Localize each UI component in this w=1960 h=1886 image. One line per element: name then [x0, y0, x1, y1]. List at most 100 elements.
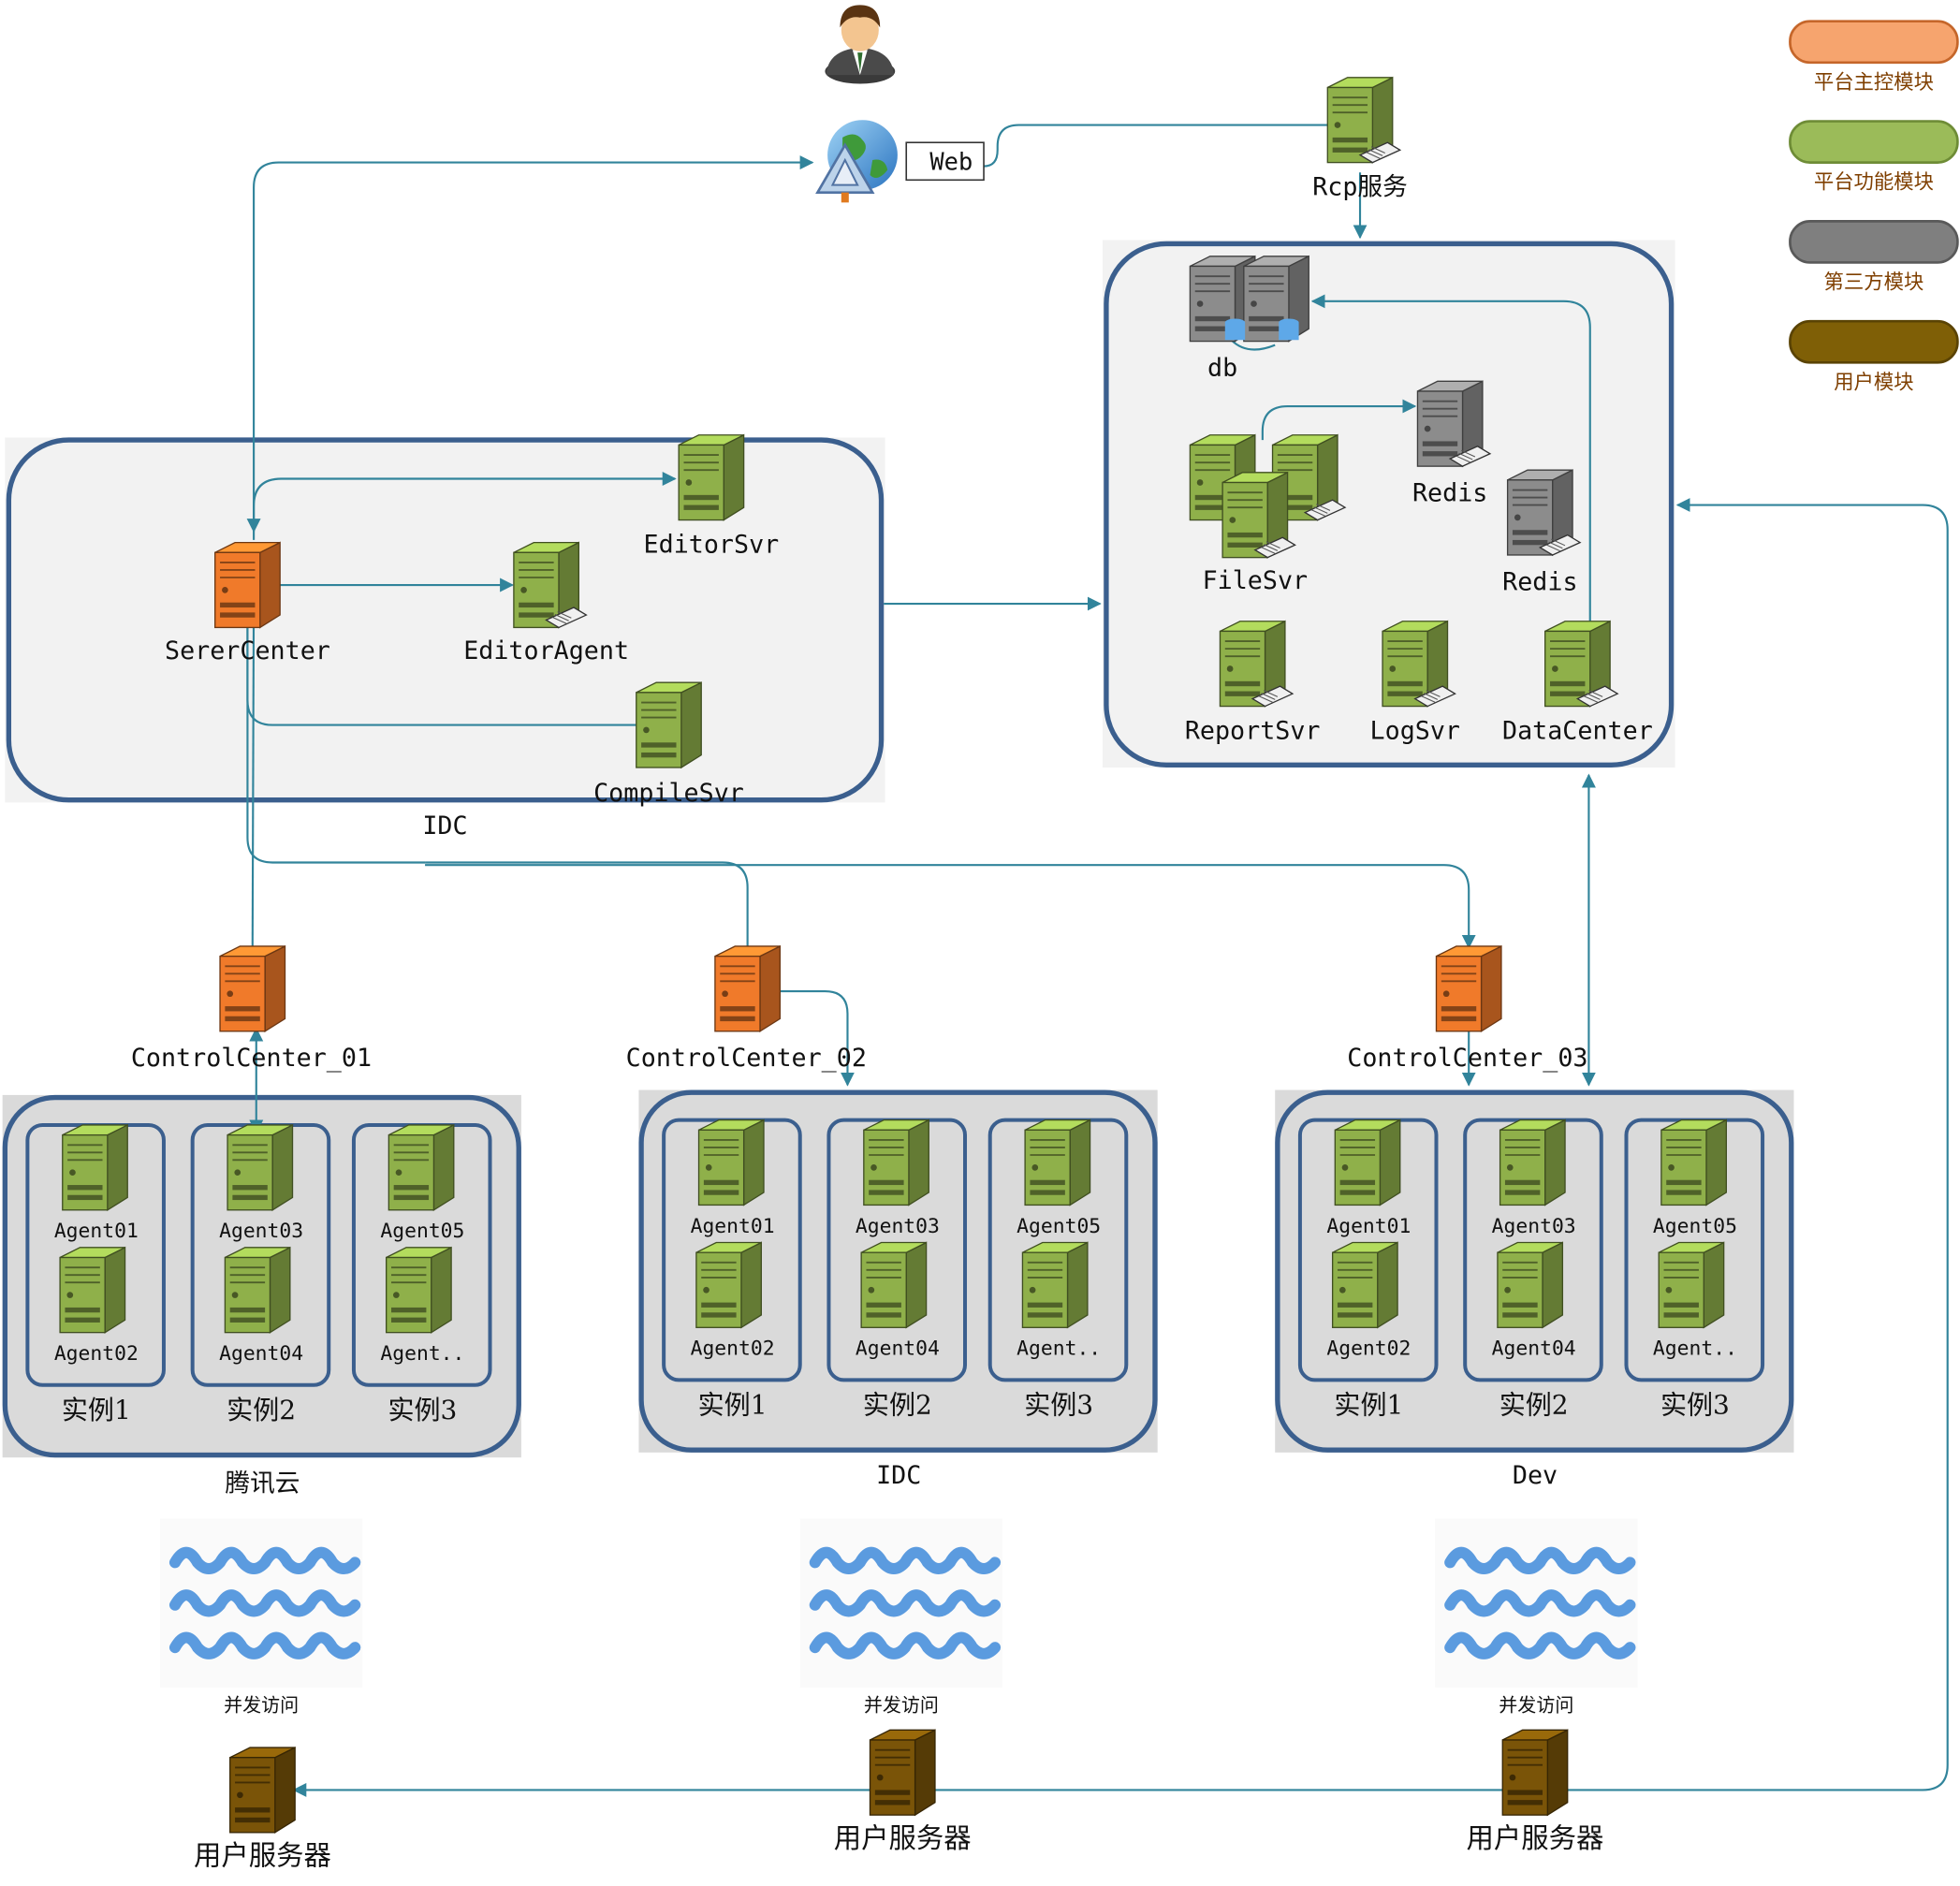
agent-server-icon-3-1-2 [1331, 1241, 1398, 1329]
legend-item-3: 第三方模块 [1789, 220, 1959, 295]
instance-label: 实例1 [1334, 1389, 1403, 1420]
wave-traffic-icon-3 [1435, 1518, 1638, 1688]
agent-server-icon-3-3-1 [1660, 1118, 1727, 1206]
user-avatar-icon [825, 5, 896, 84]
agent-label: Agent05 [380, 1220, 464, 1243]
filesvr-server-icon-c [1221, 471, 1297, 559]
instance-label: 实例1 [62, 1395, 131, 1425]
controlcenter-label-1: ControlCenter_01 [131, 1044, 372, 1073]
redis-server-icon-2 [1506, 469, 1582, 557]
connector-lines [246, 124, 1949, 1797]
agent-label: Agent01 [691, 1215, 775, 1238]
instance-label: 实例3 [388, 1395, 457, 1425]
agent-label: Agent02 [691, 1338, 775, 1361]
agent-label: Agent03 [1492, 1215, 1576, 1238]
user-server-label-2: 用户服务器 [834, 1822, 972, 1854]
serercenter-server-icon [214, 541, 281, 629]
agent-label: Agent05 [1017, 1215, 1101, 1238]
cluster-title-1: 腾讯云 [225, 1469, 300, 1498]
agent-server-icon-2-2-1 [863, 1118, 929, 1206]
controlcenter-label-2: ControlCenter_02 [626, 1044, 867, 1073]
instance-label: 实例3 [1660, 1389, 1730, 1420]
logsvr-server-icon [1382, 620, 1456, 708]
legend-item-2: 平台功能模块 [1789, 120, 1959, 195]
database-server-icon-2 [1243, 255, 1309, 343]
agent-server-icon-1-3-2 [386, 1246, 452, 1334]
agent-label: Agent02 [1326, 1338, 1411, 1361]
legend-item-4: 用户模块 [1789, 319, 1959, 394]
rcp-label: Rcp服务 [1312, 172, 1408, 201]
agent-label: Agent.. [380, 1342, 464, 1366]
db-label: db [1207, 354, 1237, 383]
agent-server-icon-3-2-2 [1497, 1241, 1564, 1329]
controlcenter-server-icon-2 [714, 944, 782, 1032]
instance-label: 实例2 [227, 1395, 296, 1425]
legend-item-1: 平台主控模块 [1789, 20, 1959, 95]
agent-server-icon-3-3-2 [1658, 1241, 1725, 1329]
editorsvr-label: EditorSvr [644, 530, 780, 559]
agent-server-icon-3-2-1 [1499, 1118, 1566, 1206]
agent-server-icon-1-1-1 [62, 1123, 128, 1211]
agent-label: Agent01 [1326, 1215, 1411, 1238]
user-server-label-3: 用户服务器 [1467, 1822, 1604, 1854]
filesvr-label: FileSvr [1203, 566, 1309, 595]
reportsvr-label: ReportSvr [1185, 716, 1321, 745]
agent-label: Agent04 [1492, 1338, 1576, 1361]
compilesvr-server-icon [636, 681, 702, 769]
traffic-label-2: 并发访问 [864, 1693, 939, 1716]
redis-server-icon-1 [1416, 380, 1492, 468]
controlcenter-server-icon-1 [219, 944, 286, 1032]
reportsvr-server-icon [1219, 620, 1294, 708]
wave-traffic-icon-2 [799, 1518, 1003, 1688]
agent-server-icon-1-1-2 [59, 1246, 126, 1334]
datacenter-server-icon [1544, 620, 1619, 708]
web-label-box: Web [905, 141, 985, 182]
user-server-icon-1 [229, 1746, 296, 1835]
controlcenter-label-3: ControlCenter_03 [1347, 1044, 1587, 1073]
redis-label-1: Redis [1412, 479, 1487, 508]
idc-platform-container [5, 437, 885, 803]
idc-platform-title: IDC [422, 811, 467, 841]
svg-text:第三方模块: 第三方模块 [1824, 271, 1924, 295]
agent-label: Agent03 [219, 1220, 303, 1243]
svg-text:Web: Web [929, 148, 973, 176]
agent-label: Agent01 [54, 1220, 139, 1243]
agent-server-icon-2-2-2 [860, 1241, 928, 1329]
agent-server-icon-2-1-1 [697, 1118, 765, 1206]
traffic-label-1: 并发访问 [224, 1693, 299, 1716]
user-server-icon-2 [869, 1729, 936, 1817]
agent-label: Agent03 [856, 1215, 940, 1238]
agent-server-icon-1-3-1 [388, 1123, 455, 1211]
serercenter-label: SererCenter [165, 636, 330, 665]
svg-text:平台功能模块: 平台功能模块 [1814, 171, 1934, 195]
editorsvr-server-icon [678, 433, 745, 521]
agent-label: Agent04 [856, 1338, 940, 1361]
logsvr-label: LogSvr [1370, 716, 1460, 745]
agent-label: Agent.. [1017, 1338, 1101, 1361]
rcp-server-icon [1326, 76, 1402, 164]
svg-text:平台主控模块: 平台主控模块 [1814, 71, 1934, 95]
editoragent-server-icon [513, 541, 588, 629]
user-server-label-1: 用户服务器 [194, 1840, 331, 1872]
agent-label: Agent04 [219, 1342, 303, 1366]
traffic-label-3: 并发访问 [1499, 1693, 1573, 1716]
agent-label: Agent02 [54, 1342, 139, 1366]
agent-server-icon-2-1-2 [695, 1241, 762, 1329]
compilesvr-label: CompileSvr [593, 779, 744, 808]
svg-text:用户模块: 用户模块 [1834, 371, 1913, 394]
instance-label: 实例2 [1499, 1389, 1569, 1420]
cluster-title-3: Dev [1513, 1461, 1558, 1490]
instance-label: 实例1 [698, 1389, 768, 1420]
agent-server-icon-2-3-1 [1024, 1118, 1091, 1206]
cluster-title-2: IDC [876, 1461, 921, 1490]
agent-server-icon-1-2-2 [224, 1246, 291, 1334]
agent-server-icon-3-1-1 [1334, 1118, 1401, 1206]
user-server-icon-3 [1501, 1729, 1569, 1817]
agent-server-icon-1-2-1 [227, 1123, 294, 1211]
redis-label-2: Redis [1502, 567, 1577, 596]
globe-web-icon [815, 120, 898, 203]
wave-traffic-icon-1 [159, 1518, 363, 1688]
datacenter-label: DataCenter [1502, 716, 1653, 745]
